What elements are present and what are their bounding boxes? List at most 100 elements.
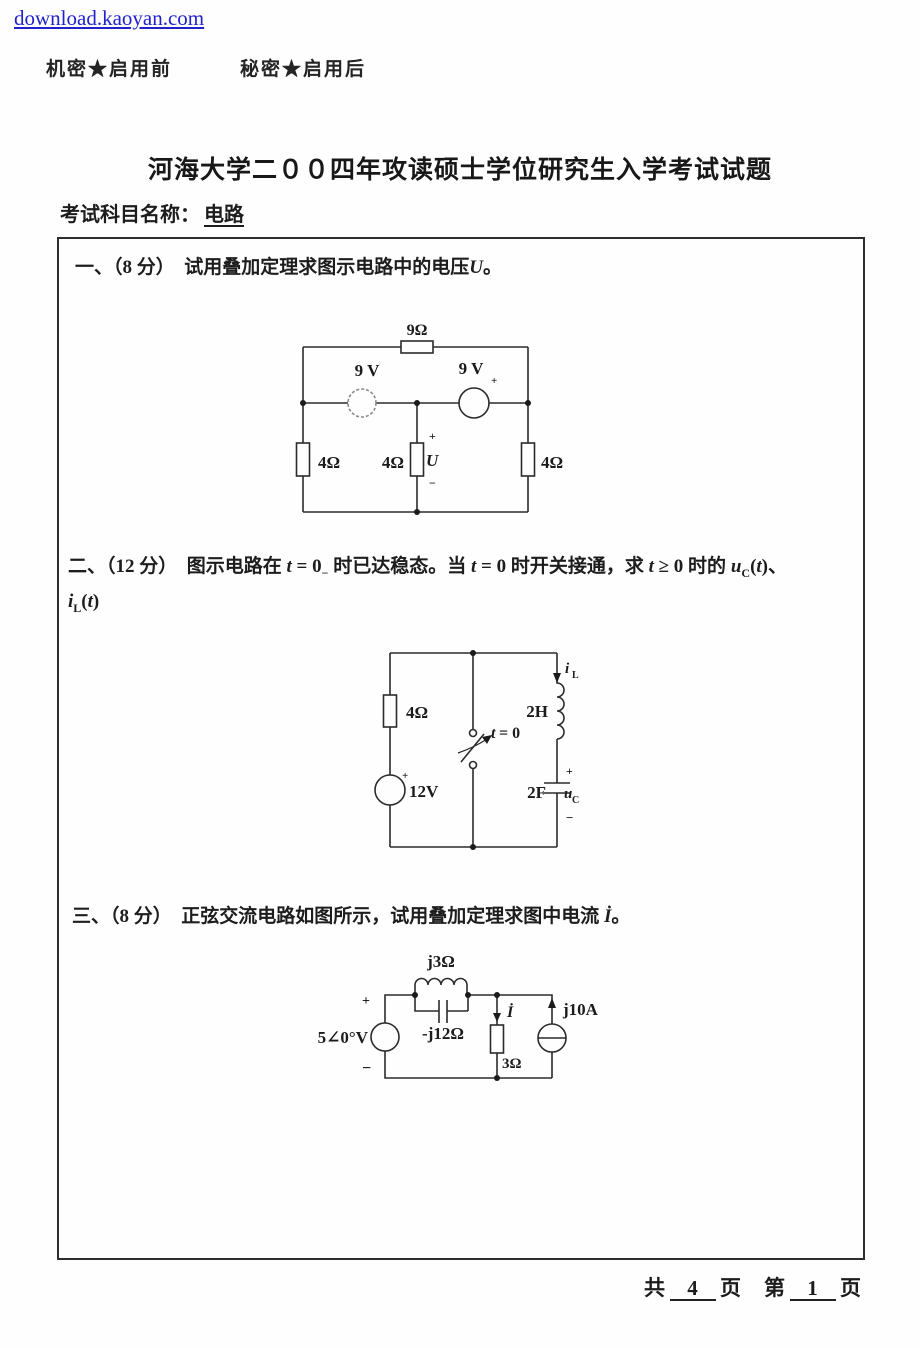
current-arrow-il <box>553 673 561 683</box>
label-current-i: İ <box>506 1002 514 1021</box>
voltage-source-right <box>458 387 490 419</box>
inductor-j3 <box>384 977 468 1023</box>
question-1-text: 一、（8 分） 试用叠加定理求图示电路中的电压U。 <box>75 252 855 279</box>
q2-c2: = 0 <box>291 556 322 577</box>
q2-sub-minus: − <box>321 565 329 580</box>
current-arrow-i <box>493 1013 501 1022</box>
footer-pages-unit: 页 <box>720 1276 742 1300</box>
label-4ohm: 4Ω <box>406 703 428 722</box>
footer-page-number: 1 <box>790 1277 836 1302</box>
label-il-sub: L <box>572 670 579 681</box>
label-9v-left: 9 V <box>355 361 380 380</box>
resistor-9ohm <box>400 340 434 354</box>
label-4ohm-middle: 4Ω <box>382 453 404 472</box>
label-9v-right: 9 V <box>459 359 484 378</box>
junction-dot <box>465 992 471 998</box>
capacitor-j12 <box>414 995 469 1023</box>
q2-c4: = 0 时开关接通，求 <box>476 556 649 577</box>
circuit-1-diagram: 9Ω 9 V 9 V + 4Ω 4Ω 4Ω + U − <box>295 322 563 515</box>
voltage-source-5v <box>370 1022 400 1052</box>
footer-total-label: 共 <box>644 1276 666 1300</box>
q1-pre: 一、（8 分） 试用叠加定理求图示电路中的电压 <box>75 257 470 278</box>
junction-dot <box>494 992 500 998</box>
question-2-text-line2: iL(t) <box>68 591 268 616</box>
voltage-source-12v <box>374 774 406 806</box>
page-title: 河海大学二００四年攻读硕士学位研究生入学考试试题 <box>147 157 772 184</box>
junction-dot <box>300 400 306 406</box>
subject-value: 电路 <box>204 204 244 226</box>
q2-c1: 二、（12 分） 图示电路在 <box>68 556 287 577</box>
footer-page-label: 第 <box>764 1276 786 1300</box>
switch-contact-top <box>468 728 478 738</box>
resistor-4ohm-middle <box>409 442 425 477</box>
q2-c8: ( <box>81 591 88 612</box>
inductor-capacitor-branch <box>544 653 570 847</box>
uc-plus: + <box>566 764 573 778</box>
switch-contact-bottom <box>468 760 478 770</box>
label-5v: 5∠0°V <box>318 1028 369 1047</box>
q1-symbol: U <box>469 257 483 278</box>
q2-u-sub: C <box>741 565 751 580</box>
voltage-source-left <box>347 388 377 418</box>
label-12v: 12V <box>409 782 439 801</box>
q2-c7: )、 <box>761 556 787 577</box>
q2-t: t <box>756 556 762 577</box>
resistor-4ohm-left <box>295 442 311 477</box>
polarity-plus: + <box>362 994 370 1009</box>
uc-minus: − <box>566 810 573 825</box>
q2-t: t <box>286 556 292 577</box>
security-right-label: 秘密★启用后 <box>240 59 367 80</box>
question-2-text: 二、（12 分） 图示电路在 t = 0− 时已达稳态。当 t = 0 时开关接… <box>68 551 860 581</box>
subject-label: 考试科目名称： <box>60 204 200 226</box>
label-uc-sub: C <box>572 795 579 806</box>
q2-t: t <box>648 556 654 577</box>
q2-t: t <box>470 556 477 577</box>
q3-symbol: İ <box>604 906 612 927</box>
u-minus: − <box>429 476 436 490</box>
label-4ohm-right: 4Ω <box>541 453 563 472</box>
junction-dot <box>494 1075 500 1081</box>
resistor-4ohm <box>382 694 398 728</box>
label-9ohm: 9Ω <box>407 322 428 339</box>
polarity-plus: + <box>491 375 497 387</box>
circuit-2-diagram: 4Ω + 12V t = 0 i L 2H 2F + u C − <box>374 650 579 850</box>
label-j10a: j10A <box>562 1000 599 1019</box>
junction-dot <box>414 400 420 406</box>
switch-time-t: t <box>491 725 496 742</box>
switch-blade <box>460 733 485 763</box>
current-arrow-j10a <box>548 998 556 1008</box>
q2-i-sub: L <box>73 600 82 615</box>
junction-dot <box>470 650 476 656</box>
content-border-box <box>57 237 865 1260</box>
security-left-label: 机密★启用前 <box>46 59 173 80</box>
polarity-minus: − <box>362 1060 371 1077</box>
junction-dot <box>525 400 531 406</box>
q2-c6: ( <box>750 556 757 577</box>
circuit-3-wires <box>384 994 553 1079</box>
q2-c3: 时已达稳态。当 <box>328 556 471 577</box>
u-plus: + <box>429 429 436 443</box>
label-il-i: i <box>565 661 570 677</box>
q1-post: 。 <box>483 257 503 278</box>
q2-t: t <box>87 591 93 612</box>
watermark-link[interactable]: download.kaoyan.com <box>14 6 205 30</box>
q3-post: 。 <box>611 906 631 927</box>
label-2f: 2F <box>527 783 546 802</box>
resistor-4ohm-right <box>520 442 536 477</box>
question-3-text: 三、（8 分） 正弦交流电路如图所示，试用叠加定理求图中电流 İ。 <box>72 901 852 928</box>
q3-pre: 三、（8 分） 正弦交流电路如图所示，试用叠加定理求图中电流 <box>72 906 605 927</box>
footer-total-pages: 4 <box>670 1277 716 1302</box>
switch-time-eq: = 0 <box>499 725 520 742</box>
label-4ohm-left: 4Ω <box>318 453 340 472</box>
switch-arrowhead <box>482 735 492 744</box>
junction-dot <box>414 509 420 515</box>
q2-c9: ) <box>92 591 100 612</box>
subject-line: 考试科目名称：电路 <box>60 198 248 227</box>
polarity-plus: + <box>402 770 408 782</box>
label-j3ohm: j3Ω <box>426 952 455 971</box>
q2-i: i <box>68 591 74 612</box>
switch-arrow-arc <box>457 738 488 754</box>
label-j12ohm: -j12Ω <box>422 1024 464 1043</box>
